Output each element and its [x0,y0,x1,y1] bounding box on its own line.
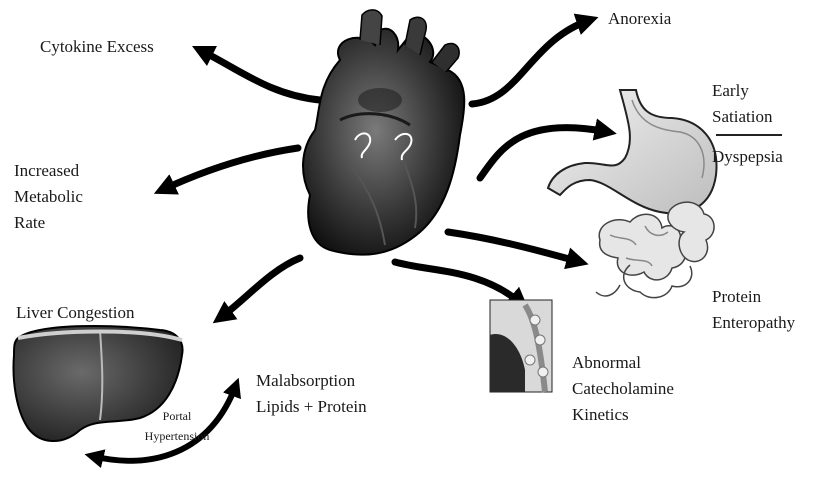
label-portal: Portal [142,408,212,424]
label-rate: Rate [14,212,45,234]
label-hypertension: Hypertension [132,428,222,444]
arrow-to-cytokine [200,50,320,100]
heart-icon [303,10,464,255]
arrow-to-liver [220,258,300,318]
stomach-icon [548,90,717,213]
arrow-to-anorexia [472,20,590,104]
arrow-to-adrenal [395,262,522,304]
arrow-to-metabolic [162,148,298,190]
label-kinetics: Kinetics [572,404,629,426]
label-dyspepsia: Dyspepsia [712,146,783,168]
label-cytokine-excess: Cytokine Excess [40,36,154,58]
adrenal-icon [490,300,552,392]
label-protein: Protein [712,286,761,308]
label-metabolic: Metabolic [14,186,83,208]
satiation-divider [716,134,782,136]
label-enteropathy: Enteropathy [712,312,795,334]
label-malabsorption: Malabsorption [256,370,355,392]
label-catecholamine: Catecholamine [572,378,674,400]
label-early: Early [712,80,749,102]
label-liver-congestion: Liver Congestion [16,302,135,324]
label-satiation: Satiation [712,106,772,128]
label-anorexia: Anorexia [608,8,671,30]
intestine-icon [596,202,714,298]
label-increased: Increased [14,160,79,182]
label-lipids-protein: Lipids + Protein [256,396,367,418]
arrow-to-intestine [448,232,580,262]
label-abnormal: Abnormal [572,352,641,374]
